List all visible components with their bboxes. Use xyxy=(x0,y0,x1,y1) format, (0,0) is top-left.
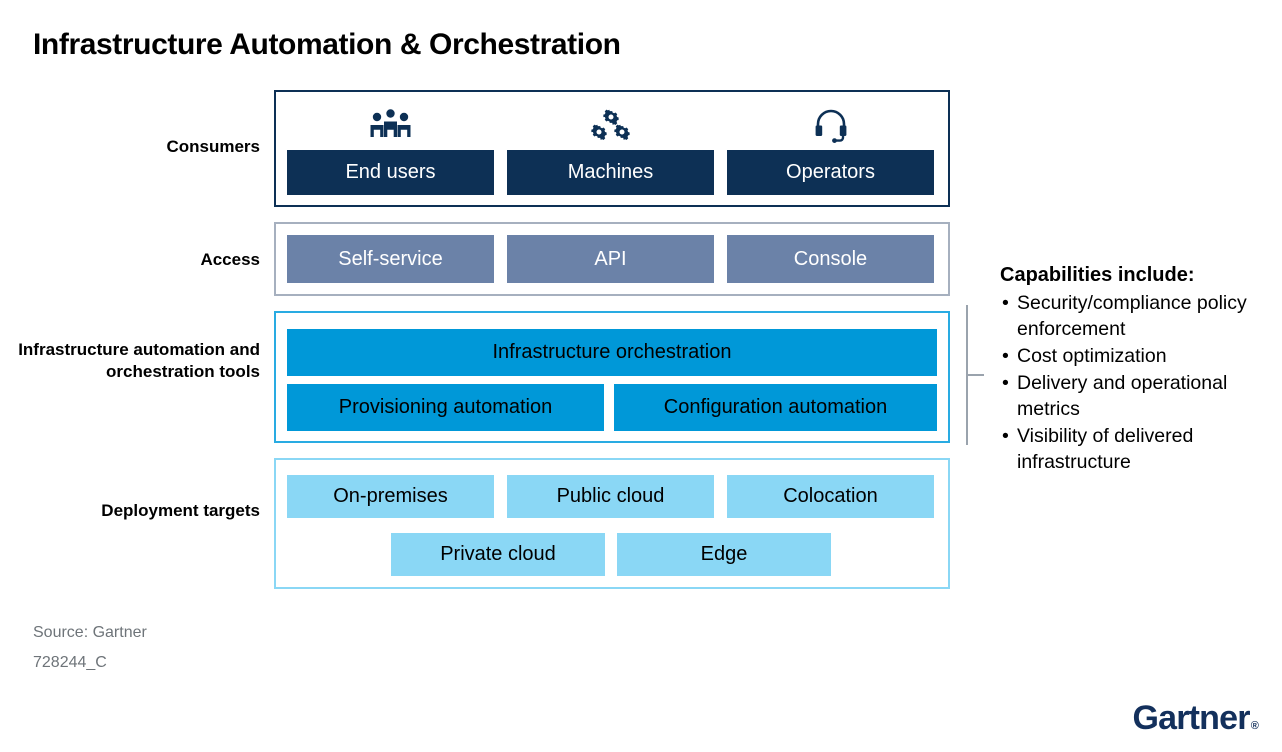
consumer-chip-label: Machines xyxy=(507,150,714,195)
consumer-chip-label: Operators xyxy=(727,150,934,195)
infra-chip-provisioning[interactable]: Provisioning automation xyxy=(287,384,604,431)
gartner-logo-text: Gartner xyxy=(1132,699,1250,737)
consumers-band: End users Machines xyxy=(274,90,950,207)
deploy-chip-public-cloud[interactable]: Public cloud xyxy=(507,475,714,518)
consumer-chip-label: End users xyxy=(287,150,494,195)
page-title: Infrastructure Automation & Orchestratio… xyxy=(33,28,621,61)
consumer-end-users[interactable]: End users xyxy=(287,100,494,200)
capabilities-panel: Capabilities include: Security/complianc… xyxy=(1000,264,1272,476)
people-group-icon xyxy=(287,100,494,150)
deployment-band: On-premises Public cloud Colocation Priv… xyxy=(274,458,950,589)
document-id: 728244_C xyxy=(33,654,107,671)
deploy-chip-edge[interactable]: Edge xyxy=(617,533,831,576)
capability-item: Cost optimization xyxy=(1000,344,1272,370)
deploy-chip-colocation[interactable]: Colocation xyxy=(727,475,934,518)
consumer-machines[interactable]: Machines xyxy=(507,100,714,200)
row-label-deployment: Deployment targets xyxy=(101,501,260,520)
row-label-access: Access xyxy=(200,250,260,269)
infra-chip-orchestration[interactable]: Infrastructure orchestration xyxy=(287,329,937,376)
capability-item: Security/compliance policy enforcement xyxy=(1000,291,1272,343)
access-chip-self-service[interactable]: Self-service xyxy=(287,235,494,283)
gears-icon xyxy=(507,100,714,150)
capabilities-bracket-connector xyxy=(966,305,984,445)
capability-item: Visibility of delivered infrastructure xyxy=(1000,424,1272,476)
access-chip-api[interactable]: API xyxy=(507,235,714,283)
headset-icon xyxy=(727,100,934,150)
capabilities-title: Capabilities include: xyxy=(1000,264,1195,286)
source-note: Source: Gartner xyxy=(33,624,147,641)
infra-chip-configuration[interactable]: Configuration automation xyxy=(614,384,937,431)
registered-trademark-icon: ® xyxy=(1250,720,1259,732)
access-band: Self-service API Console xyxy=(274,222,950,296)
row-label-infrastructure: Infrastructure automation and orchestrat… xyxy=(18,340,260,381)
deploy-chip-on-premises[interactable]: On-premises xyxy=(287,475,494,518)
gartner-logo: Gartner® xyxy=(1132,699,1258,738)
deploy-chip-private-cloud[interactable]: Private cloud xyxy=(391,533,605,576)
consumer-operators[interactable]: Operators xyxy=(727,100,934,200)
access-chip-console[interactable]: Console xyxy=(727,235,934,283)
infrastructure-band: Infrastructure orchestration Provisionin… xyxy=(274,311,950,443)
row-label-consumers: Consumers xyxy=(166,137,260,156)
capabilities-list: Security/compliance policy enforcement C… xyxy=(1000,291,1272,475)
capability-item: Delivery and operational metrics xyxy=(1000,371,1272,423)
bracket-horizontal-tick xyxy=(966,374,984,376)
